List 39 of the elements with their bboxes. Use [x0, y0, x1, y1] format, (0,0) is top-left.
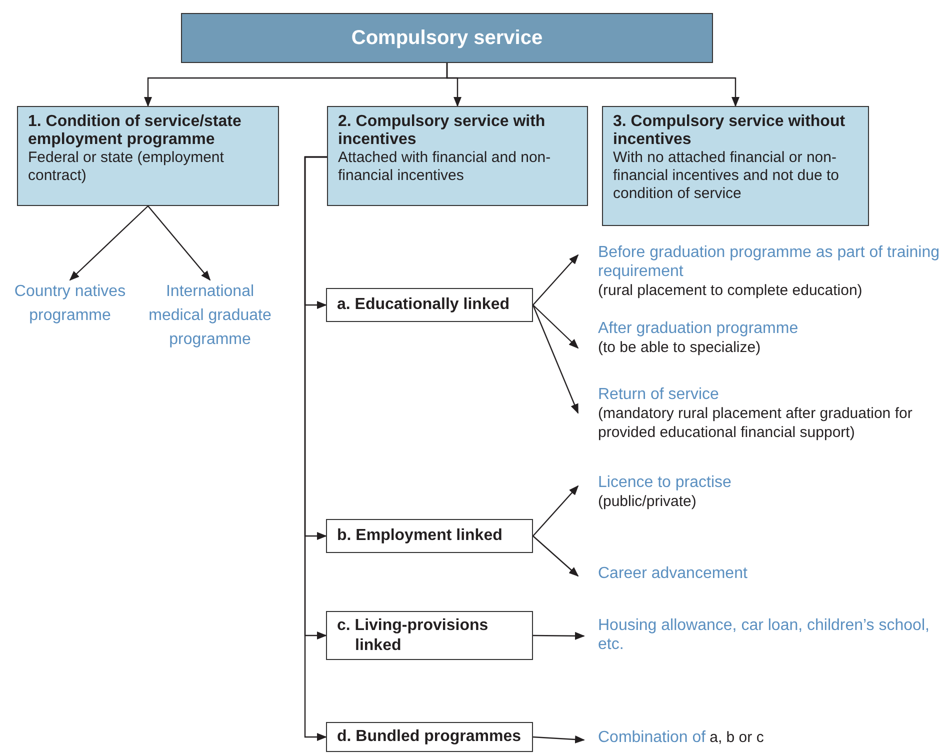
category-heading: 3. Compulsory service without incentives	[613, 113, 846, 149]
outcome-title: Career advancement	[598, 564, 748, 583]
arrow	[532, 304, 579, 349]
subcategory-box: b. Employment linked	[326, 519, 533, 553]
outcome-title: Combination of	[598, 729, 706, 746]
arrow	[148, 206, 211, 281]
outcome-title: Licence to practise	[598, 473, 732, 492]
title-box: Compulsory service	[181, 13, 713, 63]
arrow	[446, 63, 740, 107]
subcategory-box: a. Educationally linked	[326, 288, 533, 322]
outcome-note: (mandatory rural placement after graduation for provided educational financial support)	[598, 404, 914, 442]
subcategory-box: c. Living-provisions linked	[326, 611, 533, 660]
outcome-note: (rural placement to complete education)	[598, 281, 864, 300]
outcome-title: Return of service	[598, 385, 720, 404]
category-description: Attached with financial and non-financial incentives	[338, 149, 552, 185]
arrow	[532, 254, 579, 306]
category-description: With no attached financial or non-financial incentives and not due to condition of service	[613, 149, 840, 203]
arrow	[532, 485, 579, 536]
outcome-note: (public/private)	[598, 492, 698, 511]
outcome-note: (to be able to specialize)	[598, 338, 762, 357]
outcome-note: a, b or c	[710, 729, 764, 746]
outcome-title: Housing allowance, car loan, children’s school, etc.	[598, 616, 930, 654]
category-box	[602, 106, 869, 226]
arrow	[304, 156, 327, 741]
category-box	[327, 106, 588, 206]
programme-label: International medical graduate programme	[138, 280, 282, 356]
arrow	[533, 632, 585, 640]
arrow	[532, 536, 579, 577]
subcategory-box: d. Bundled programmes	[326, 722, 533, 752]
arrow	[532, 304, 579, 414]
outcome-title: After graduation programme	[598, 319, 800, 338]
arrow	[532, 735, 585, 744]
programme-label: Country natives programme	[3, 280, 137, 332]
arrow	[69, 206, 148, 281]
category-box	[17, 106, 279, 206]
category-heading: 1. Condition of service/state employment programme	[28, 113, 242, 149]
category-description: Federal or state (employment contract)	[28, 149, 225, 185]
outcome-title: Before graduation programme as part of training requirement	[598, 243, 941, 281]
category-heading: 2. Compulsory service with incentives	[338, 113, 546, 149]
